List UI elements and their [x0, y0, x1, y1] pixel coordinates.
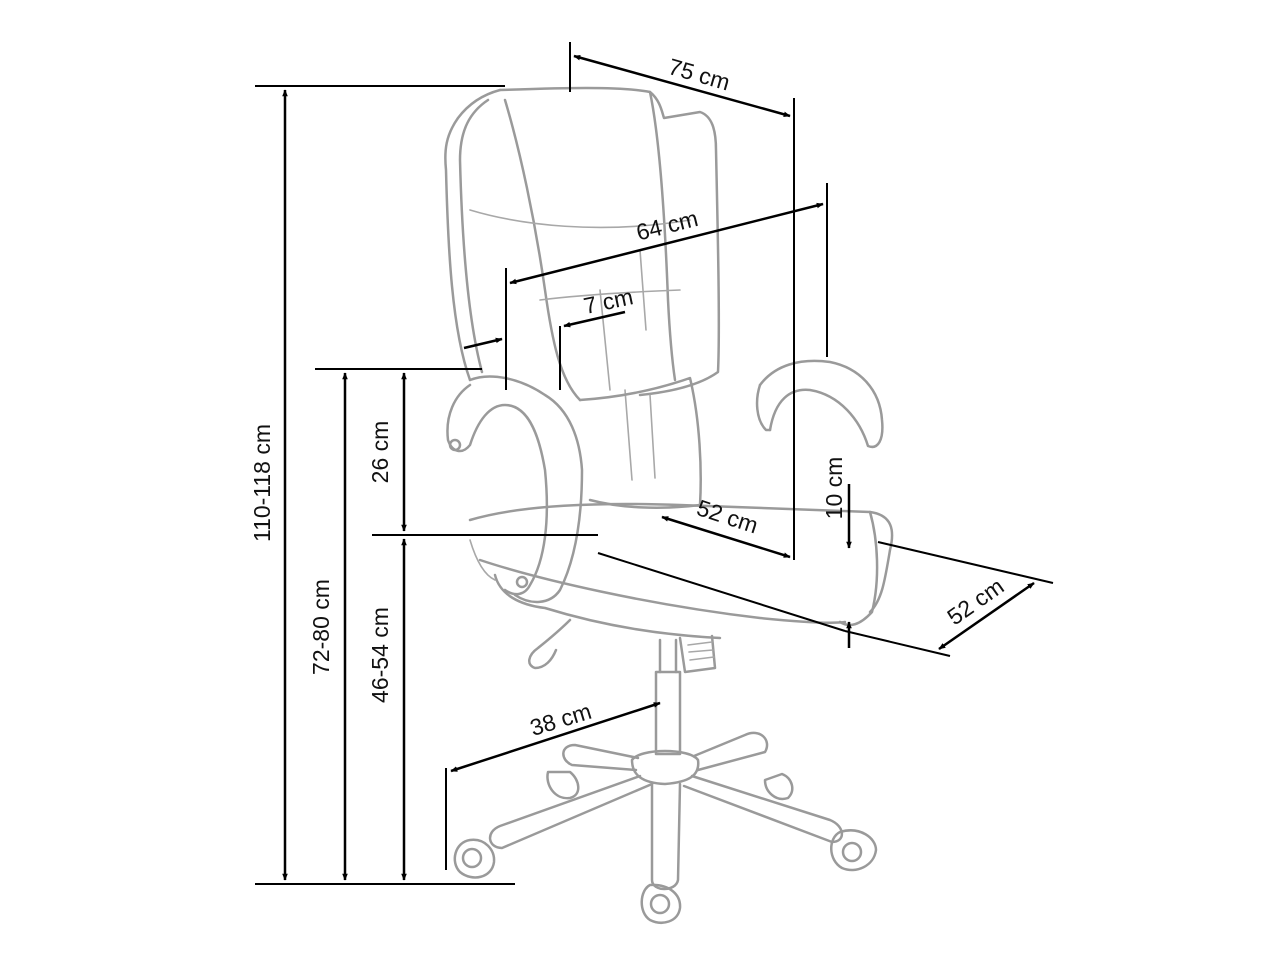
armrest-width-label: 7 cm — [581, 283, 635, 319]
seat-underside — [493, 573, 722, 640]
cylinder-cover — [658, 638, 678, 674]
backrest-stitch-3 — [649, 394, 656, 479]
seat-right-side — [838, 510, 879, 627]
caster-front-right — [830, 829, 878, 872]
dimension-lines — [255, 42, 1054, 885]
left-armrest-knob — [448, 438, 462, 452]
caster-front — [640, 883, 682, 924]
backrest-width-arrow — [509, 202, 824, 285]
bellows-ridges — [687, 641, 715, 661]
backrest-stitch-1 — [599, 289, 611, 391]
seat-thickness-label: 10 cm — [821, 457, 847, 520]
overall-width-label: 75 cm — [666, 53, 733, 95]
right-armrest-lower — [755, 383, 772, 432]
total-height-label: 110-118 cm — [249, 424, 275, 542]
caster-back-left — [546, 770, 580, 800]
chair-drawing — [444, 86, 894, 924]
seat-depth-arrow — [938, 581, 1035, 651]
backrest-center-panel — [503, 98, 582, 402]
backrest-outline — [498, 86, 721, 397]
base-leg-front — [650, 782, 682, 891]
base-radius-arrow — [450, 701, 661, 773]
depth-floor-extension — [844, 630, 951, 657]
backrest-width-label: 64 cm — [634, 205, 701, 245]
armrest-height-label: 72-80 cm — [308, 579, 334, 675]
base-leg-back-right — [692, 731, 769, 772]
seat-height-label: 46-54 cm — [367, 607, 393, 703]
base-leg-back-left — [562, 743, 640, 772]
left-armrest-inner — [468, 375, 584, 604]
caster-front-left — [453, 838, 496, 879]
dimension-labels: 110-118 cm 72-80 cm 26 cm 46-54 cm 75 cm… — [249, 53, 1009, 741]
armrest-width-arrow-left — [463, 337, 503, 350]
armrest-width-arrow-right — [563, 310, 626, 328]
left-armrest-knob-lower — [515, 575, 529, 589]
overall-width-arrow — [573, 54, 791, 118]
armrest-above-seat-label: 26 cm — [367, 421, 393, 484]
gas-cylinder — [654, 670, 682, 756]
seat-side-seam — [469, 539, 496, 581]
base-leg-front-right — [682, 774, 844, 844]
base-leg-front-left — [488, 774, 654, 850]
right-armrest — [758, 359, 884, 449]
mechanism-bellows — [678, 634, 717, 674]
depth-back-extension — [877, 541, 1054, 584]
base-hub — [630, 749, 700, 786]
backrest-stitch-2 — [624, 389, 633, 481]
seat-width-arrow — [661, 515, 791, 559]
seat-cushion — [468, 502, 894, 614]
depth-front-extension — [597, 552, 846, 632]
backrest-stitch-4 — [639, 249, 647, 331]
left-armrest — [446, 383, 549, 596]
seat-depth-label: 52 cm — [942, 573, 1008, 630]
backrest-lower-body — [578, 376, 702, 509]
backrest-left-edge-inner — [458, 98, 490, 374]
caster-back-right — [763, 772, 794, 801]
backrest-lumbar-seam — [539, 289, 681, 301]
backrest-left-edge — [444, 88, 502, 382]
tilt-lever — [528, 618, 572, 670]
seat-width-label: 52 cm — [694, 494, 762, 538]
